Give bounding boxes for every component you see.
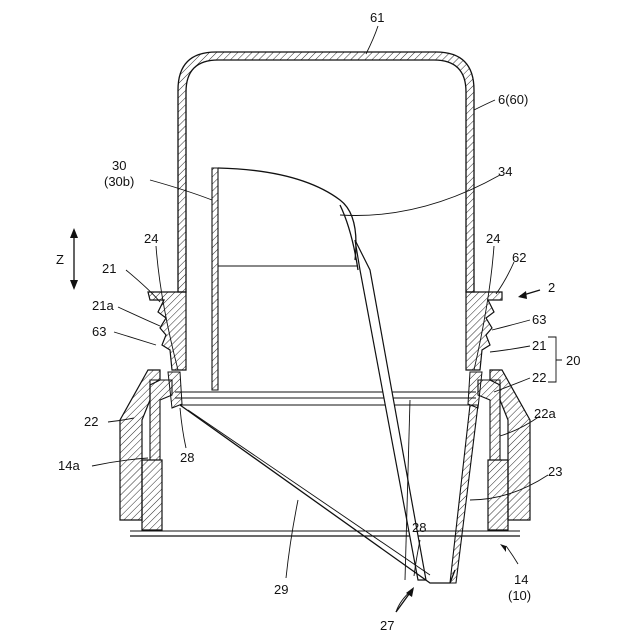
label-21-right: 21 [532,338,546,353]
inner-tab-right [468,372,482,408]
label-24-left: 24 [144,231,158,246]
label-28-bottom: 28 [412,520,426,535]
label-63-left: 63 [92,324,106,339]
label-28-left: 28 [180,450,194,465]
label-21-left: 21 [102,261,116,276]
label-62: 62 [512,250,526,265]
label-22-right: 22 [532,370,546,385]
label-30b: (30b) [104,174,134,189]
label-23: 23 [548,464,562,479]
inner-tab-left [168,372,182,408]
label-61: 61 [370,10,384,25]
cap-skirt-left [148,292,186,370]
z-axis-arrow [70,228,78,290]
inner-container [212,168,358,390]
label-63-right: 63 [532,312,546,327]
label-29: 29 [274,582,288,597]
label-27: 27 [380,618,394,633]
cap-shell [178,52,474,292]
label-30: 30 [112,158,126,173]
label-2: 2 [548,280,555,295]
label-14a: 14a [58,458,80,473]
cap-skirt-right [466,292,502,370]
label-21a: 21a [92,298,114,313]
bracket-20 [548,337,562,382]
label-14: 14 [514,572,528,587]
label-z: Z [56,252,64,267]
label-6-60: 6(60) [498,92,528,107]
label-22-left: 22 [84,414,98,429]
label-20: 20 [566,353,580,368]
label-10: (10) [508,588,531,603]
label-34: 34 [498,164,512,179]
label-22a: 22a [534,406,556,421]
label-24-right: 24 [486,231,500,246]
